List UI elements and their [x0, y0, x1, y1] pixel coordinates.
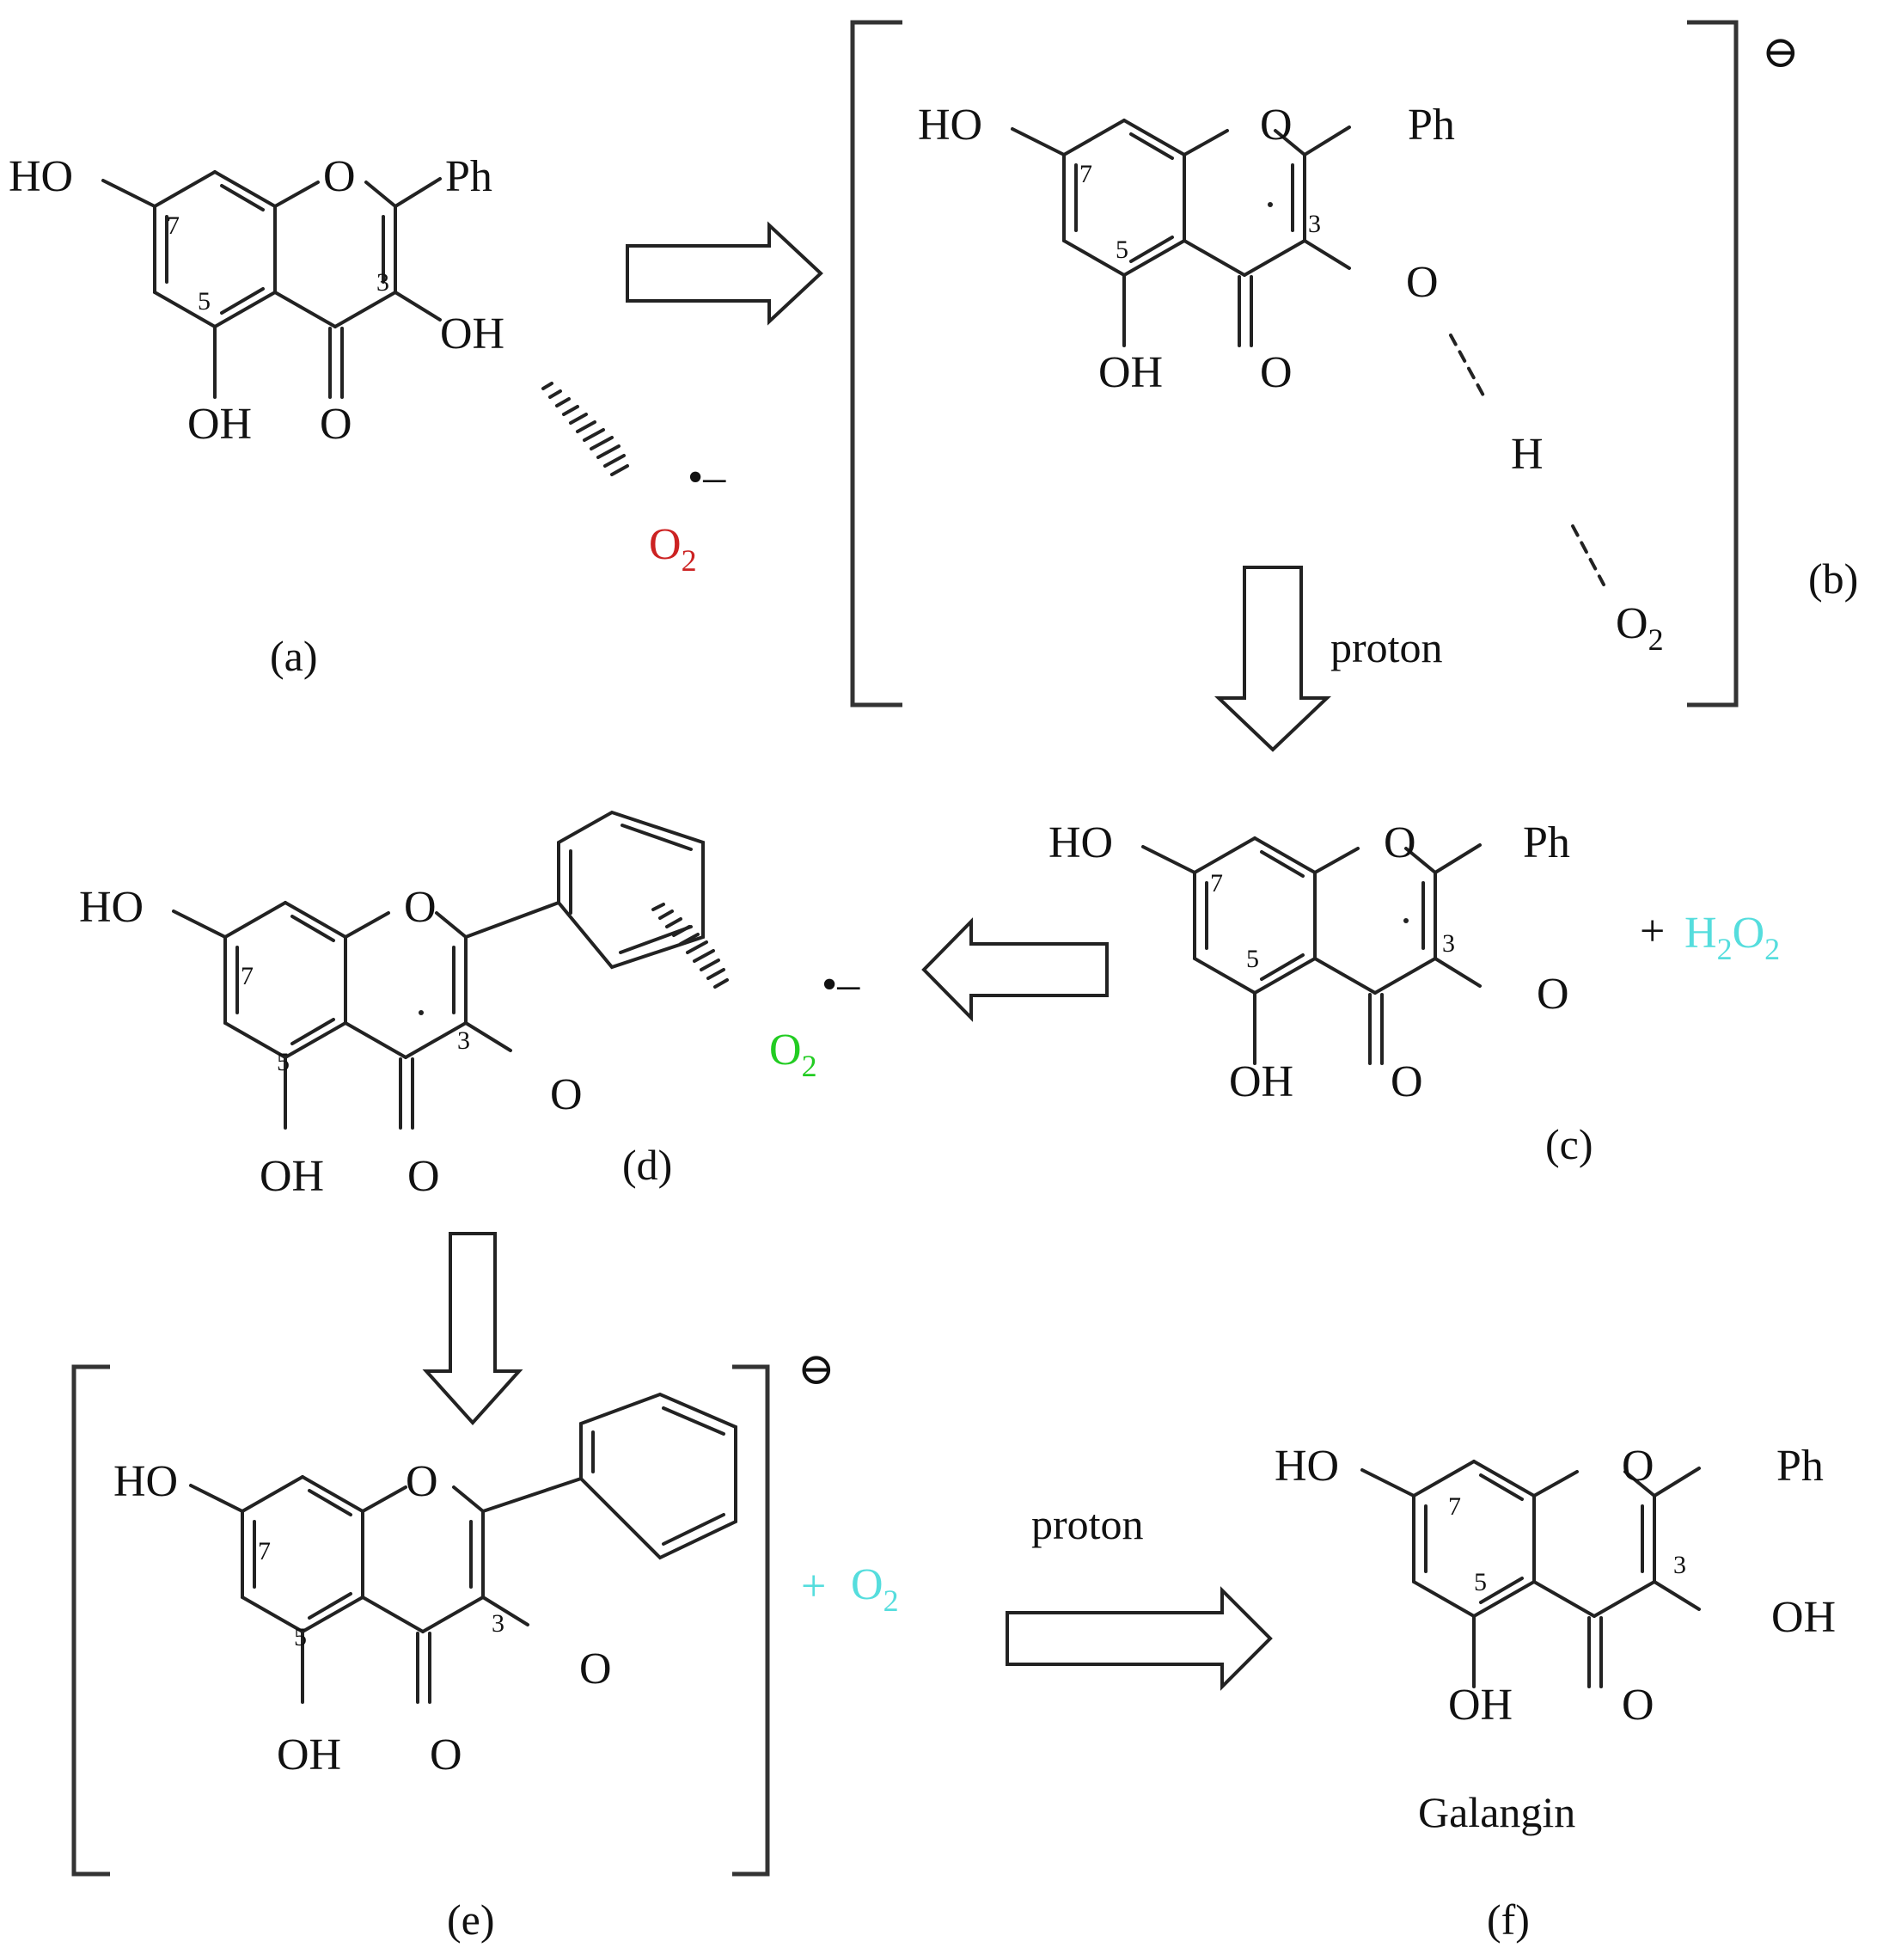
d-oh5: OH	[260, 1152, 324, 1201]
f-ho: HO	[1275, 1442, 1339, 1491]
o2-red: O2	[649, 520, 697, 578]
d-pos3: 3	[457, 1026, 470, 1055]
b-anion: ⊖	[1762, 28, 1800, 77]
b-oh5: OH	[1098, 348, 1163, 397]
c-pos5: 5	[1246, 945, 1259, 973]
f-oh5: OH	[1448, 1681, 1513, 1730]
structure-c: HO O Ph OH O O 7 5 3	[1048, 818, 1570, 1106]
e-plus: +	[801, 1562, 826, 1611]
b-pos5: 5	[1116, 236, 1128, 264]
e-anion: ⊖	[798, 1345, 835, 1394]
d-o3: O	[550, 1070, 583, 1119]
b-hbond-2	[1571, 524, 1605, 586]
product-name: Galangin	[1418, 1788, 1575, 1836]
label-b: (b)	[1808, 554, 1858, 603]
structure-a: HO O Ph OH O OH 7 5 3	[9, 152, 504, 449]
c-oh5: OH	[1229, 1057, 1293, 1106]
a-o-carbonyl: O	[320, 400, 352, 449]
arrow-d-to-e	[422, 1232, 523, 1425]
b-h: H	[1511, 430, 1544, 479]
c-o-carbonyl: O	[1391, 1057, 1423, 1106]
a-ho: HO	[9, 152, 73, 201]
proton-label-1: proton	[1330, 623, 1443, 671]
structure-f: HO O Ph OH O OH 7 5 3	[1275, 1442, 1836, 1730]
bracket-e-left	[71, 1364, 110, 1877]
b-o2: O2	[1616, 599, 1664, 657]
label-a: (a)	[270, 632, 318, 680]
a-pos5: 5	[198, 287, 211, 315]
arrow-e-to-f	[1006, 1586, 1273, 1691]
c-ph: Ph	[1523, 818, 1570, 867]
f-o-ring: O	[1622, 1442, 1654, 1491]
e-o-ring: O	[406, 1457, 438, 1506]
f-pos7: 7	[1448, 1492, 1461, 1521]
arrow-c-to-d	[921, 917, 1109, 1022]
h2o2-cyan: H2O2	[1684, 909, 1780, 966]
c-o-ring: O	[1384, 818, 1416, 867]
label-e: (e)	[447, 1896, 495, 1944]
d-radical-dot	[419, 1010, 424, 1015]
f-ph: Ph	[1776, 1442, 1824, 1491]
d-o-carbonyl: O	[407, 1152, 440, 1201]
bracket-b-left	[850, 20, 902, 707]
f-oh3: OH	[1771, 1593, 1836, 1642]
b-pos7: 7	[1079, 160, 1092, 188]
b-ho: HO	[918, 101, 982, 150]
d-ho: HO	[79, 883, 144, 932]
hash-d	[651, 903, 729, 989]
a-pos7: 7	[167, 211, 180, 240]
bracket-e-right	[732, 1364, 770, 1877]
hash-a	[541, 382, 629, 476]
a-pos3: 3	[376, 268, 389, 297]
b-pos3: 3	[1308, 210, 1321, 238]
b-o-carbonyl: O	[1260, 348, 1293, 397]
e-o3: O	[579, 1645, 612, 1694]
b-o3: O	[1406, 258, 1439, 307]
structure-d: HO O OH O O 7 5 3	[79, 883, 583, 1201]
f-pos3: 3	[1673, 1551, 1686, 1579]
c-pos7: 7	[1210, 869, 1223, 897]
arrow-a-to-b	[626, 221, 823, 326]
e-phenyl-ring	[481, 1392, 737, 1560]
e-pos3: 3	[492, 1609, 504, 1638]
a-oh3: OH	[440, 309, 504, 358]
c-pos3: 3	[1442, 929, 1455, 958]
e-ho: HO	[113, 1457, 178, 1506]
f-pos5: 5	[1474, 1568, 1487, 1596]
c-plus: +	[1640, 907, 1665, 956]
bracket-b-right	[1687, 20, 1739, 707]
a-o-ring: O	[323, 152, 356, 201]
label-d: (d)	[622, 1141, 672, 1189]
e-pos7: 7	[258, 1537, 271, 1565]
e-pos5: 5	[294, 1623, 307, 1651]
d-o-ring: O	[404, 883, 437, 932]
a-radical-mark: •–	[688, 453, 726, 502]
o2-cyan: O2	[851, 1560, 899, 1618]
c-ho: HO	[1048, 818, 1113, 867]
structure-e: HO O OH O O 7 5 3	[113, 1457, 612, 1779]
e-oh5: OH	[277, 1730, 341, 1779]
b-radical-dot	[1268, 202, 1273, 207]
a-oh5: OH	[187, 400, 252, 449]
d-phenyl-ring	[464, 810, 705, 970]
arrow-b-to-c	[1214, 566, 1331, 752]
proton-label-2: proton	[1031, 1500, 1144, 1548]
d-pos5: 5	[277, 1048, 290, 1076]
structure-b: HO O Ph OH O O 7 5 3	[918, 101, 1455, 397]
d-pos7: 7	[241, 962, 254, 990]
c-o3: O	[1537, 970, 1569, 1019]
b-ph: Ph	[1408, 101, 1455, 150]
d-radical-mark: •–	[822, 960, 860, 1009]
label-f: (f)	[1487, 1896, 1530, 1944]
o2-green: O2	[769, 1026, 817, 1083]
f-o-carbonyl: O	[1622, 1681, 1654, 1730]
c-radical-dot	[1403, 918, 1409, 923]
e-o-carbonyl: O	[430, 1730, 462, 1779]
label-c: (c)	[1545, 1120, 1593, 1168]
a-ph: Ph	[445, 152, 492, 201]
b-hbond-1	[1449, 334, 1485, 397]
b-o-ring: O	[1260, 101, 1293, 150]
